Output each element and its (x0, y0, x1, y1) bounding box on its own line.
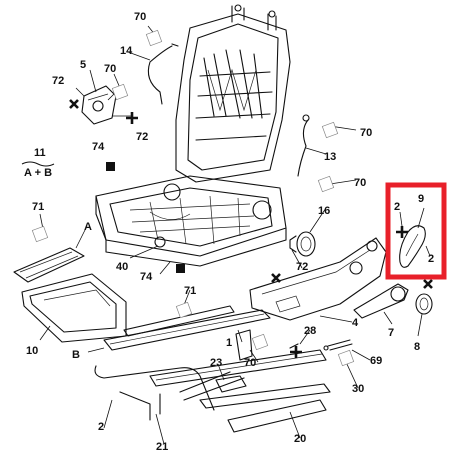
label-69: 69 (370, 355, 382, 367)
label-20: 20 (294, 433, 306, 445)
label-74-a: 74 (92, 141, 105, 153)
label-2-c: 2 (428, 253, 434, 265)
label-21: 21 (156, 441, 168, 453)
label-11: 11 (34, 147, 46, 159)
label-72-a: 72 (52, 75, 64, 87)
knob (289, 231, 316, 257)
label-70-b: 70 (104, 63, 116, 75)
cross-markers (69, 99, 433, 289)
label-70-e: 70 (354, 177, 366, 189)
label-1: 1 (226, 337, 232, 349)
highlight-box (385, 182, 447, 280)
label-74-b: 74 (140, 271, 153, 283)
label-10: 10 (26, 345, 38, 357)
label-71-b: 71 (184, 285, 196, 297)
plus-markers (126, 112, 408, 358)
label-a-plus-b: A + B (24, 167, 52, 179)
label-b: B (72, 349, 80, 361)
cap (415, 293, 433, 315)
label-7: 7 (388, 327, 394, 339)
label-4: 4 (352, 317, 359, 329)
cable-right (297, 114, 310, 177)
reference-tags (31, 29, 355, 367)
label-23: 23 (210, 357, 222, 369)
storage-tray (21, 273, 127, 343)
adjust-lever (399, 225, 426, 268)
label-30: 30 (352, 383, 364, 395)
label-70-d: 70 (360, 127, 372, 139)
label-9: 9 (418, 193, 424, 205)
side-trim-left (13, 247, 85, 283)
cable-left (147, 43, 179, 105)
side-trim-right (249, 237, 387, 321)
small-parts (289, 339, 353, 351)
seat-back-frame (175, 4, 291, 183)
label-70-c: 70 (244, 357, 256, 369)
bracket (81, 85, 117, 125)
label-14: 14 (120, 45, 133, 57)
recline-handle (353, 283, 409, 319)
label-16: 16 (318, 205, 330, 217)
slide-rails (94, 305, 331, 433)
square-markers (106, 162, 185, 273)
label-70-top: 70 (134, 11, 146, 23)
label-71-a: 71 (32, 201, 44, 213)
label-72-b: 72 (136, 131, 148, 143)
label-13: 13 (324, 151, 336, 163)
label-72-c: 72 (296, 261, 308, 273)
label-8: 8 (414, 341, 420, 353)
seat-cushion-frame (95, 175, 287, 267)
label-5: 5 (80, 59, 86, 71)
label-2-b: 2 (394, 201, 400, 213)
callout-labels: 70 14 5 72 70 72 11 A + B 74 71 A 40 74 … (21, 11, 434, 453)
label-40: 40 (116, 261, 128, 273)
label-2-a: 2 (98, 421, 104, 433)
label-28: 28 (304, 325, 316, 337)
label-a: A (84, 221, 92, 233)
